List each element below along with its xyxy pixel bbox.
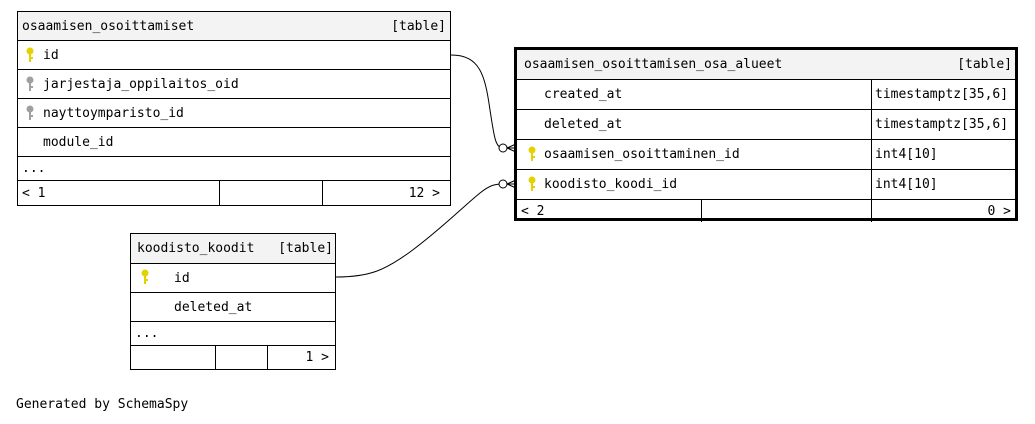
column-name: deleted_at <box>174 299 253 315</box>
parent-count[interactable]: < 1 <box>22 185 46 201</box>
column-name: id <box>174 270 190 286</box>
table-kind: [table] <box>957 57 1012 72</box>
more-columns-row[interactable]: ... <box>131 322 335 346</box>
primary-key-icon <box>25 47 35 63</box>
column-row[interactable]: deleted_at timestamptz[35,6] <box>517 110 1015 140</box>
column-row[interactable]: jarjestaja_oppilaitos_oid <box>18 70 450 99</box>
table-title: osaamisen_osoittamiset <box>22 18 195 34</box>
table-title: koodisto_koodit <box>137 241 255 256</box>
footer-spacer <box>701 200 871 222</box>
generated-by-label: Generated by SchemaSpy <box>16 397 189 412</box>
footer-spacer <box>219 181 322 205</box>
table-title: osaamisen_osoittamisen_osa_alueet <box>524 57 783 72</box>
column-name: nayttoymparisto_id <box>43 105 184 121</box>
column-name: jarjestaja_oppilaitos_oid <box>43 76 239 92</box>
table-header[interactable]: koodisto_koodit [table] <box>131 234 335 264</box>
column-row[interactable]: nayttoymparisto_id <box>18 99 450 128</box>
column-row[interactable]: deleted_at <box>131 293 335 322</box>
table-kind: [table] <box>391 18 446 34</box>
table-koodisto-koodit[interactable]: koodisto_koodit [table] id deleted_at ..… <box>130 233 336 370</box>
column-row[interactable]: module_id <box>18 128 450 157</box>
zero-cardinality-marker <box>498 179 508 189</box>
relationship-osaamisen-osoittaminen-id <box>450 54 516 149</box>
zero-cardinality-marker <box>498 143 508 153</box>
column-row[interactable]: osaamisen_osoittaminen_id int4[10] <box>517 140 1015 170</box>
footer-spacer <box>215 346 267 369</box>
column-name: koodisto_koodi_id <box>544 177 678 192</box>
child-count[interactable]: 1 > <box>267 346 335 369</box>
table-osaamisen-osoittamisen-osa-alueet[interactable]: osaamisen_osoittamisen_osa_alueet [table… <box>514 47 1018 222</box>
column-row[interactable]: id <box>131 264 335 293</box>
parent-count[interactable]: < 2 <box>521 203 545 219</box>
column-type: timestamptz[35,6] <box>871 80 1015 109</box>
column-type: int4[10] <box>871 140 1015 169</box>
foreign-key-icon <box>25 76 35 92</box>
table-header[interactable]: osaamisen_osoittamisen_osa_alueet [table… <box>517 50 1015 80</box>
column-name: id <box>43 47 59 63</box>
table-osaamisen-osoittamiset[interactable]: osaamisen_osoittamiset [table] id jarjes… <box>17 11 451 206</box>
table-kind: [table] <box>278 241 333 256</box>
table-header[interactable]: osaamisen_osoittamiset [table] <box>18 12 450 41</box>
foreign-key-icon <box>25 105 35 121</box>
relationship-koodisto-koodi-id <box>335 183 516 278</box>
column-row[interactable]: created_at timestamptz[35,6] <box>517 80 1015 110</box>
column-row[interactable]: id <box>18 41 450 70</box>
more-columns-row[interactable]: ... <box>18 157 450 181</box>
primary-key-icon <box>140 269 150 285</box>
column-row[interactable]: koodisto_koodi_id int4[10] <box>517 170 1015 200</box>
more-columns-indicator: ... <box>135 326 159 341</box>
column-name: osaamisen_osoittaminen_id <box>544 147 740 162</box>
primary-key-icon <box>527 176 537 192</box>
column-name: deleted_at <box>544 117 623 132</box>
primary-key-icon <box>527 146 537 162</box>
column-type: int4[10] <box>871 170 1015 199</box>
child-count[interactable]: 12 > <box>322 181 450 205</box>
child-count[interactable]: 0 > <box>871 200 1015 222</box>
column-name: module_id <box>43 134 114 150</box>
column-type: timestamptz[35,6] <box>871 110 1015 139</box>
table-footer: 1 > <box>131 346 335 369</box>
parent-count[interactable] <box>131 346 215 369</box>
more-columns-indicator: ... <box>22 161 46 176</box>
column-name: created_at <box>544 87 623 102</box>
table-footer: < 1 12 > <box>18 181 450 205</box>
table-footer: < 2 0 > <box>517 200 1015 222</box>
